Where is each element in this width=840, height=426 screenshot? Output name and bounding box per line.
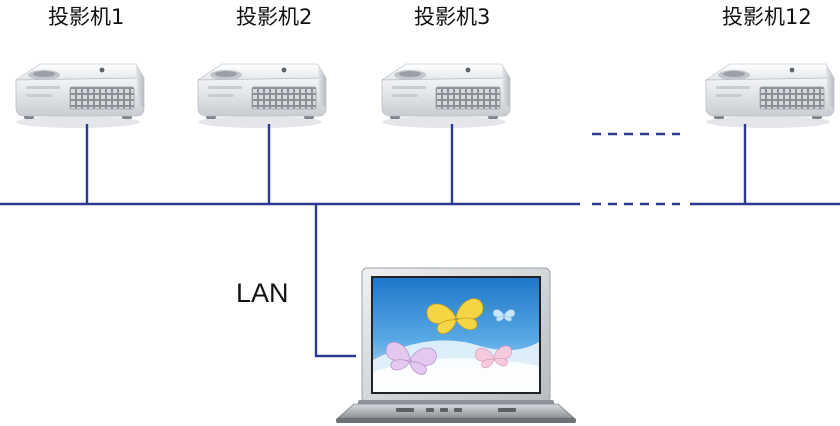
network-wiring [0, 124, 840, 358]
projector-3 [381, 63, 511, 129]
projector-1-label: 投影机1 [48, 5, 124, 29]
laptop [336, 267, 576, 423]
lan-label: LAN [236, 278, 289, 308]
projector-2-label: 投影机2 [236, 5, 312, 29]
laptop-screen [373, 278, 539, 392]
projector-2 [197, 63, 327, 129]
projector-1 [15, 63, 145, 129]
projector-12 [705, 63, 835, 129]
lan-cable [314, 204, 356, 358]
laptop-port [396, 408, 414, 412]
projector-3-label: 投影机3 [414, 5, 490, 29]
projector-12-label: 投影机12 [722, 5, 812, 29]
